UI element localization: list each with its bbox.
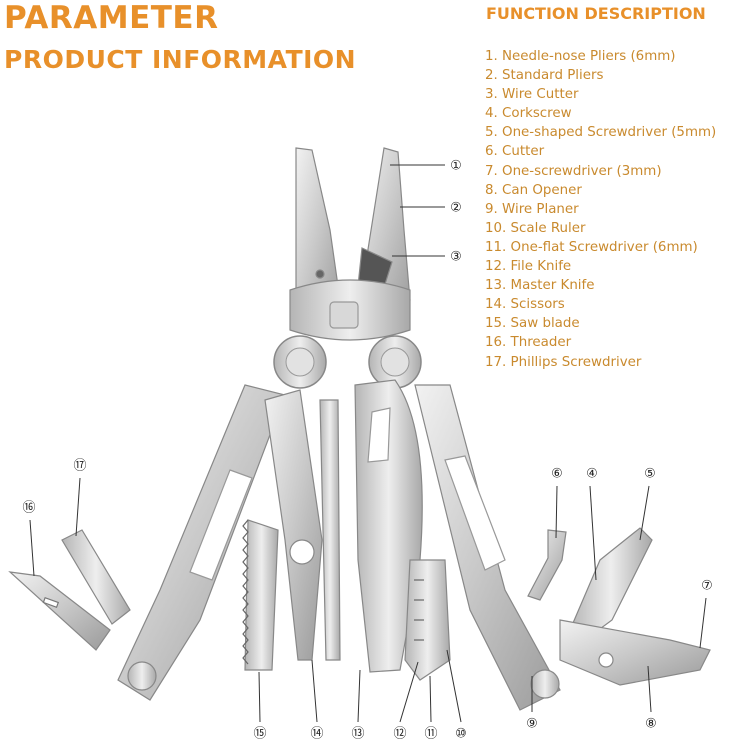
function-item-13: 13. Master Knife — [485, 278, 595, 294]
callout-1: ① — [450, 159, 462, 174]
right-small-tools — [527, 527, 711, 686]
callout-11: ⑪ — [424, 727, 437, 742]
master-knife — [354, 379, 423, 673]
function-item-15: 15. Saw blade — [485, 316, 580, 332]
title-product-information: PRODUCT INFORMATION — [4, 45, 357, 74]
title-parameter: PARAMETER — [4, 0, 219, 36]
callout-4: ④ — [586, 467, 598, 482]
function-list: 1. Needle-nose Pliers (6mm) 2. Standard … — [485, 47, 716, 372]
callout-16: ⑯ — [22, 501, 35, 516]
saw-blade — [242, 519, 279, 671]
function-item-5: 5. One-shaped Screwdriver (5mm) — [485, 125, 717, 141]
callout-15: ⑮ — [253, 727, 266, 742]
pliers-jaws — [289, 147, 411, 341]
function-item-3: 3. Wire Cutter — [485, 87, 579, 103]
callout-9: ⑨ — [526, 717, 538, 732]
function-item-7: 7. One-screwdriver (3mm) — [485, 163, 662, 179]
function-item-11: 11. One-flat Screwdriver (6mm) — [485, 239, 698, 255]
function-item-10: 10. Scale Ruler — [485, 220, 586, 236]
scale-ruler — [404, 559, 451, 681]
function-item-9: 9. Wire Planer — [485, 201, 579, 217]
pivot-bolts — [273, 335, 422, 389]
callout-2: ② — [450, 201, 462, 216]
function-item-14: 14. Scissors — [485, 297, 565, 313]
callout-13: ⑬ — [351, 727, 364, 742]
function-description-title: FUNCTION DESCRIPTION — [486, 4, 706, 23]
callout-3: ③ — [450, 250, 462, 265]
callout-12: ⑫ — [393, 727, 406, 742]
function-item-6: 6. Cutter — [485, 144, 545, 160]
function-item-1: 1. Needle-nose Pliers (6mm) — [485, 49, 676, 64]
callout-6: ⑥ — [551, 467, 563, 482]
callout-7: ⑦ — [701, 579, 713, 594]
left-small-tools — [8, 529, 131, 651]
callout-lines — [29, 164, 707, 723]
callout-10: ⑩ — [455, 727, 467, 742]
function-item-16: 16. Threader — [485, 335, 572, 351]
function-item-12: 12. File Knife — [485, 259, 572, 275]
function-item-17: 17. Phillips Screwdriver — [485, 354, 642, 370]
callout-8: ⑧ — [645, 717, 657, 732]
left-handle — [117, 384, 286, 701]
callout-17: ⑰ — [73, 459, 86, 474]
function-item-2: 2. Standard Pliers — [485, 68, 604, 84]
callout-5: ⑤ — [644, 467, 656, 482]
callout-labels: ① ② ③ ④ ⑤ ⑥ ⑦ ⑧ ⑨ ⑩ ⑪ ⑫ ⑬ ⑭ ⑮ ⑯ ⑰ — [22, 159, 712, 742]
function-item-8: 8. Can Opener — [485, 182, 582, 198]
callout-14: ⑭ — [310, 727, 323, 742]
scissors — [264, 389, 341, 661]
right-handle — [414, 384, 561, 711]
function-item-4: 4. Corkscrew — [485, 106, 572, 122]
